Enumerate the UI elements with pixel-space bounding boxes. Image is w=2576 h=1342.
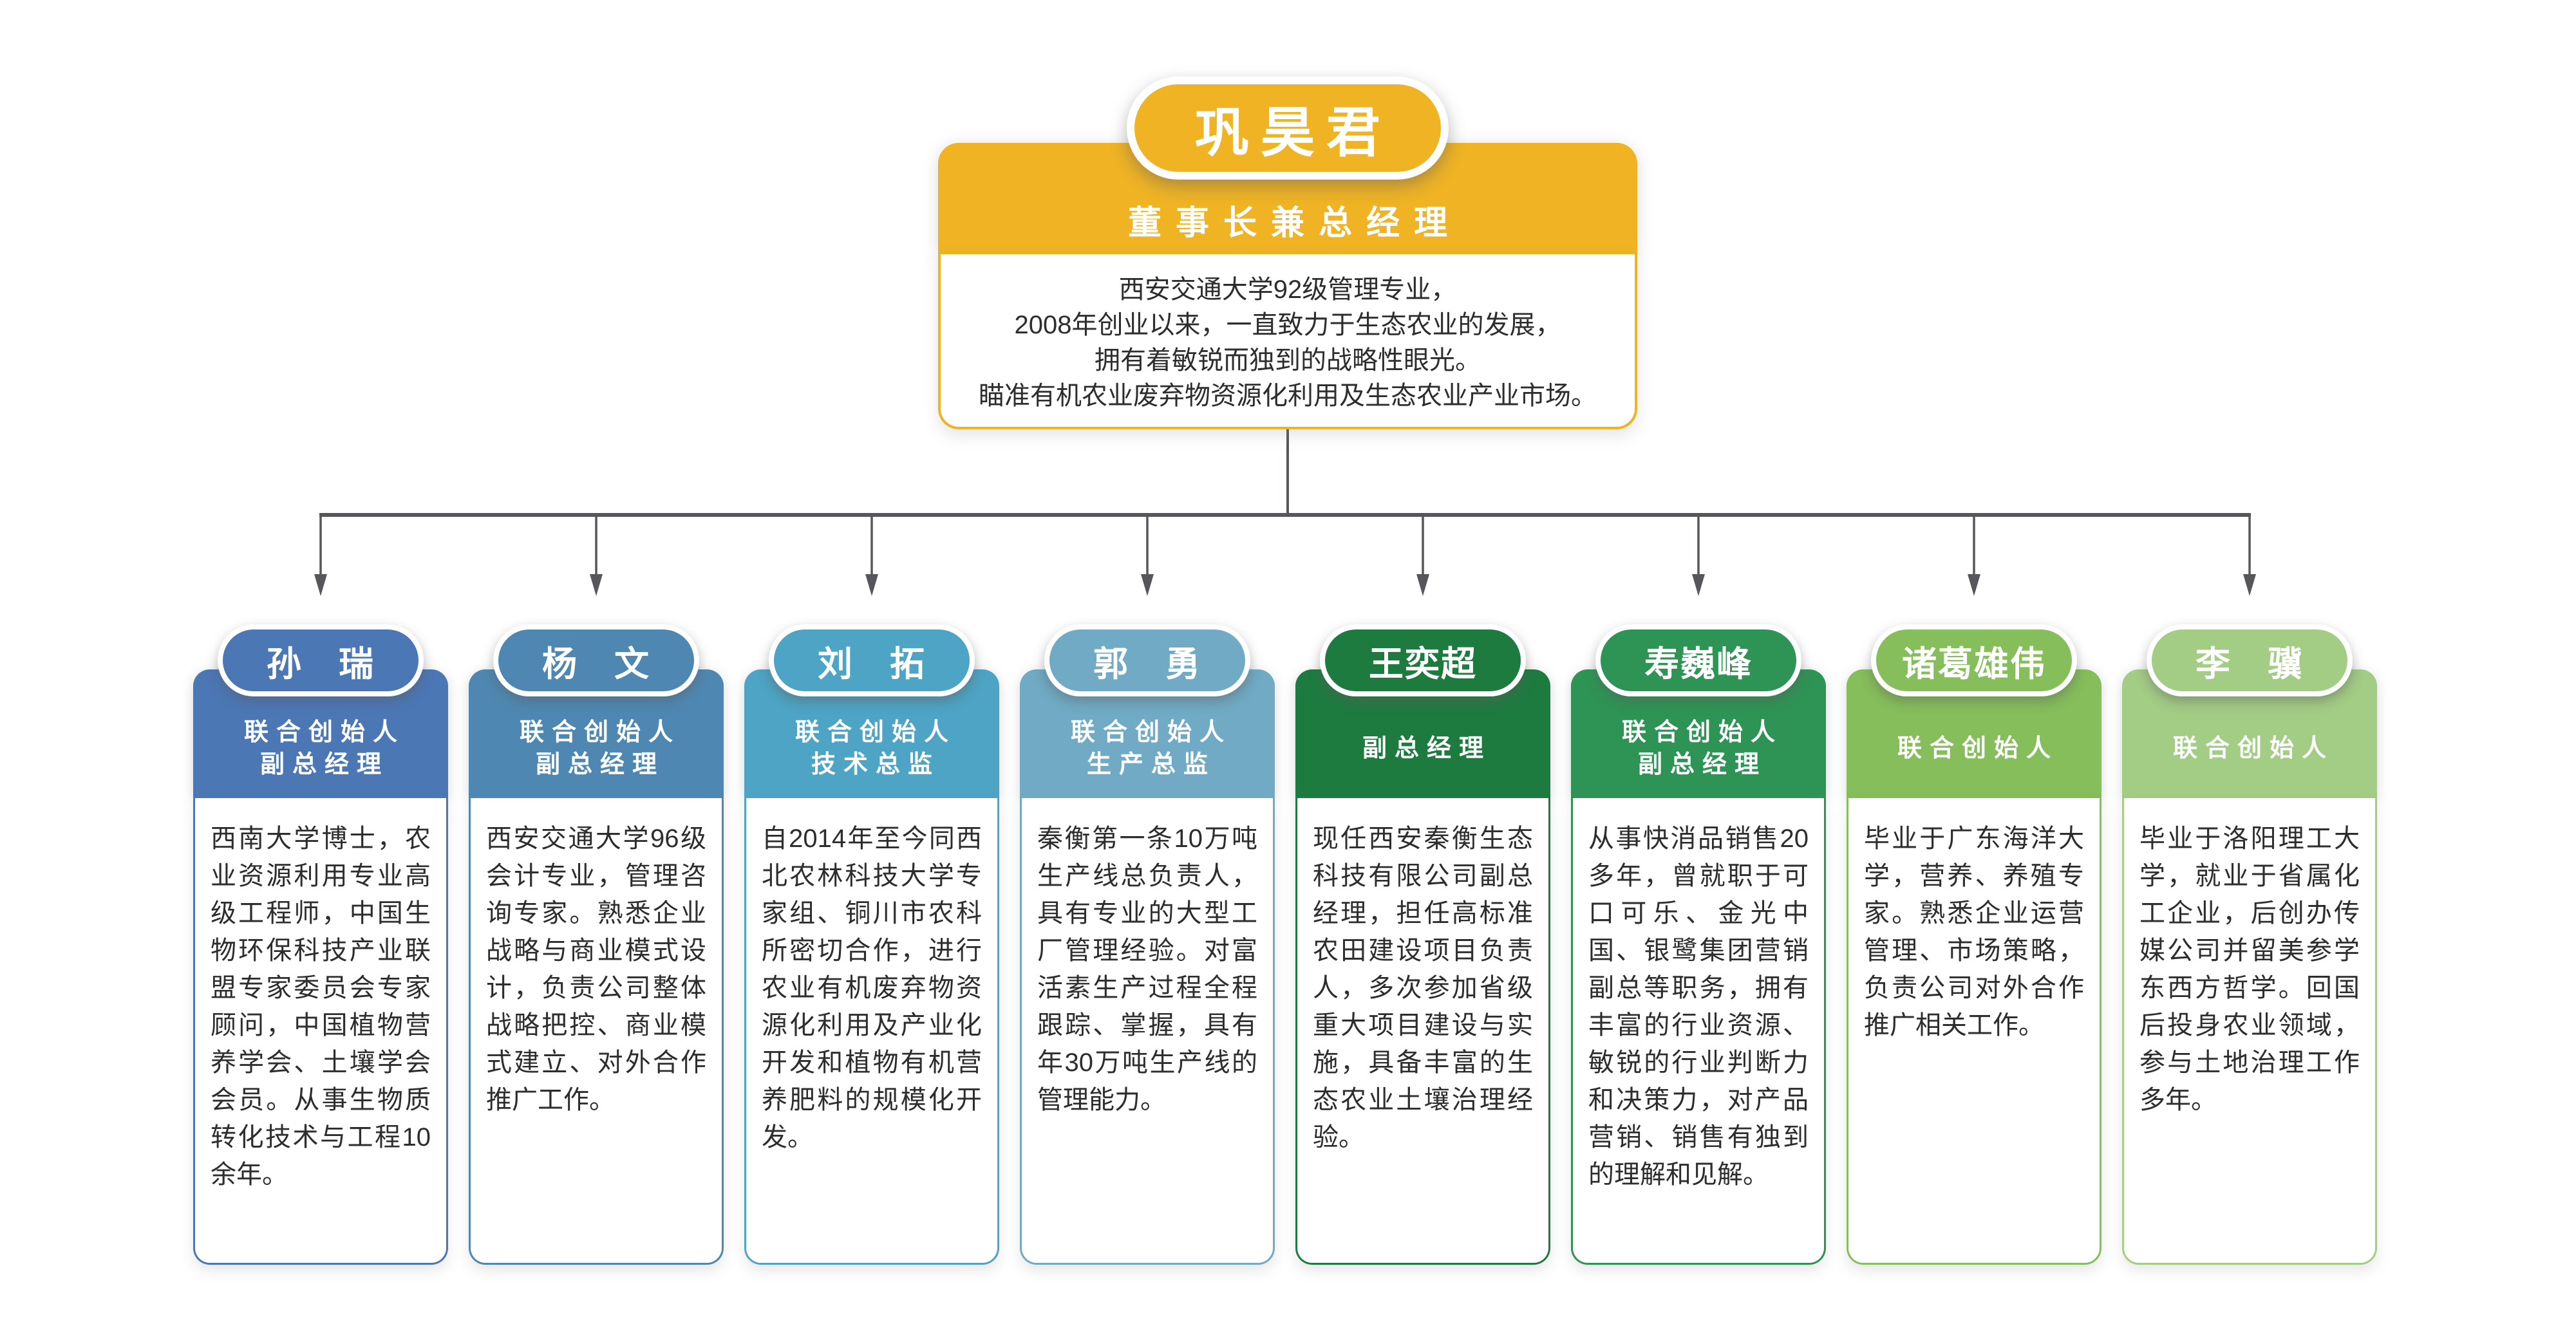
person-name: 寿巍峰	[1644, 644, 1753, 684]
person-bio: 秦衡第一条10万吨生产线总负责人，具有专业的大型工厂管理经验。对富活素生产过程全…	[1020, 798, 1275, 1265]
leader-bio-line: 瞄准有机农业废弃物资源化利用及生态农业产业市场。	[979, 382, 1597, 410]
person-title-line: 联合创始人	[1070, 719, 1232, 746]
person-name-pill: 杨 文	[493, 624, 699, 696]
person-bio-text: 从事快消品销售20多年，曾就职于可口可乐、金光中国、银鹭集团营销副总等职务，拥有…	[1588, 825, 1809, 1189]
leader-title: 董事长兼总经理	[1127, 205, 1462, 242]
person-title-line: 副总经理	[535, 751, 664, 778]
person-name-pill: 诸葛雄伟	[1871, 624, 2077, 696]
person-title-line: 联合创始人	[2172, 735, 2334, 762]
person-name-pill: 王奕超	[1320, 624, 1526, 696]
person-title-line: 副总经理	[1637, 751, 1767, 778]
people-row: 孙 瑞 联合创始人 副总经理 西南大学博士，农业资源利用专业高级工程师，中国生物…	[193, 624, 2377, 1265]
person-title-line: 联合创始人	[243, 719, 405, 746]
person-bio-text: 现任西安秦衡生态科技有限公司副总经理，担任高标准农田建设项目负责人，多次参加省级…	[1313, 825, 1533, 1151]
person-card: 诸葛雄伟 联合创始人 毕业于广东海洋大学，营养、养殖专家。熟悉企业运营管理、市场…	[1847, 624, 2101, 1265]
person-card: 李 骥 联合创始人 毕业于洛阳理工大学，就业于省属化工企业，后创办传媒公司并留美…	[2122, 624, 2377, 1265]
person-title-line: 联合创始人	[1897, 735, 2058, 762]
leader-bio-line: 西安交通大学92级管理专业，	[1118, 275, 1457, 304]
person-title: 联合创始人 副总经理	[1622, 716, 1783, 781]
leader-title-header: 董事长兼总经理	[938, 143, 1637, 254]
person-title-line: 副总经理	[259, 751, 389, 778]
leader-bio: 西安交通大学92级管理专业， 2008年创业以来，一直致力于生态农业的发展， 拥…	[938, 254, 1637, 429]
person-name-pill: 郭 勇	[1044, 624, 1250, 696]
person-title-line: 联合创始人	[1621, 719, 1783, 746]
person-bio: 从事快消品销售20多年，曾就职于可口可乐、金光中国、银鹭集团营销副总等职务，拥有…	[1571, 798, 1826, 1265]
person-title: 联合创始人 技术总监	[795, 716, 956, 781]
leader-bio-line: 拥有着敏锐而独到的战略性眼光。	[1095, 346, 1481, 375]
person-name: 李 骥	[2195, 644, 2304, 684]
person-card: 刘 拓 联合创始人 技术总监 自2014年至今同西北农林科技大学专家组、铜川市农…	[744, 624, 999, 1265]
person-name: 诸葛雄伟	[1902, 644, 2046, 684]
person-name: 杨 文	[542, 644, 650, 684]
person-bio: 西南大学博士，农业资源利用专业高级工程师，中国生物环保科技产业联盟专家委员会专家…	[193, 798, 448, 1265]
person-title: 联合创始人 副总经理	[244, 716, 405, 781]
person-title-line: 联合创始人	[794, 719, 956, 746]
person-name: 刘 拓	[818, 644, 926, 684]
person-name: 孙 瑞	[267, 644, 375, 684]
person-bio: 毕业于广东海洋大学，营养、养殖专家。熟悉企业运营管理、市场策略，负责公司对外合作…	[1847, 798, 2101, 1265]
person-name: 郭 勇	[1093, 644, 1201, 684]
person-name: 王奕超	[1369, 644, 1477, 684]
leader-name: 巩昊君	[1194, 102, 1392, 163]
person-card: 郭 勇 联合创始人 生产总监 秦衡第一条10万吨生产线总负责人，具有专业的大型工…	[1020, 624, 1275, 1265]
person-title: 联合创始人	[2173, 732, 2334, 765]
person-title: 联合创始人 生产总监	[1071, 716, 1232, 781]
person-bio-text: 自2014年至今同西北农林科技大学专家组、铜川市农科所密切合作，进行农业有机废弃…	[762, 825, 982, 1151]
person-bio: 西安交通大学96级会计专业，管理咨询专家。熟悉企业战略与商业模式设计，负责公司整…	[469, 798, 724, 1265]
person-title-line: 生产总监	[1086, 751, 1216, 778]
person-card: 杨 文 联合创始人 副总经理 西安交通大学96级会计专业，管理咨询专家。熟悉企业…	[469, 624, 724, 1265]
person-name-pill: 李 骥	[2147, 624, 2353, 696]
person-title: 联合创始人 副总经理	[520, 716, 681, 781]
person-card: 王奕超 副总经理 现任西安秦衡生态科技有限公司副总经理，担任高标准农田建设项目负…	[1295, 624, 1550, 1265]
person-card: 孙 瑞 联合创始人 副总经理 西南大学博士，农业资源利用专业高级工程师，中国生物…	[193, 624, 448, 1265]
leader-card: 巩昊君 董事长兼总经理 西安交通大学92级管理专业， 2008年创业以来，一直致…	[938, 77, 1637, 429]
person-name-pill: 刘 拓	[769, 624, 975, 696]
person-bio-text: 毕业于广东海洋大学，营养、养殖专家。熟悉企业运营管理、市场策略，负责公司对外合作…	[1864, 825, 2084, 1039]
person-title-line: 副总经理	[1362, 735, 1491, 762]
person-name-pill: 孙 瑞	[218, 624, 424, 696]
person-bio: 现任西安秦衡生态科技有限公司副总经理，担任高标准农田建设项目负责人，多次参加省级…	[1295, 798, 1550, 1265]
person-bio-text: 毕业于洛阳理工大学，就业于省属化工企业，后创办传媒公司并留美参学东西方哲学。回国…	[2139, 825, 2360, 1114]
person-title-line: 技术总监	[811, 751, 940, 778]
person-bio-text: 西安交通大学96级会计专业，管理咨询专家。熟悉企业战略与商业模式设计，负责公司整…	[486, 825, 706, 1114]
person-bio-text: 西南大学博士，农业资源利用专业高级工程师，中国生物环保科技产业联盟专家委员会专家…	[211, 825, 431, 1189]
person-bio: 自2014年至今同西北农林科技大学专家组、铜川市农科所密切合作，进行农业有机废弃…	[744, 798, 999, 1265]
person-title: 联合创始人	[1897, 732, 2058, 765]
person-bio: 毕业于洛阳理工大学，就业于省属化工企业，后创办传媒公司并留美参学东西方哲学。回国…	[2122, 798, 2377, 1265]
leader-name-pill: 巩昊君	[1127, 77, 1449, 180]
person-title: 副总经理	[1362, 732, 1491, 765]
person-bio-text: 秦衡第一条10万吨生产线总负责人，具有专业的大型工厂管理经验。对富活素生产过程全…	[1037, 825, 1257, 1114]
person-name-pill: 寿巍峰	[1595, 624, 1801, 696]
leader-bio-line: 2008年创业以来，一直致力于生态农业的发展，	[1014, 311, 1561, 339]
person-card: 寿巍峰 联合创始人 副总经理 从事快消品销售20多年，曾就职于可口可乐、金光中国…	[1571, 624, 1826, 1265]
person-title-line: 联合创始人	[519, 719, 681, 746]
